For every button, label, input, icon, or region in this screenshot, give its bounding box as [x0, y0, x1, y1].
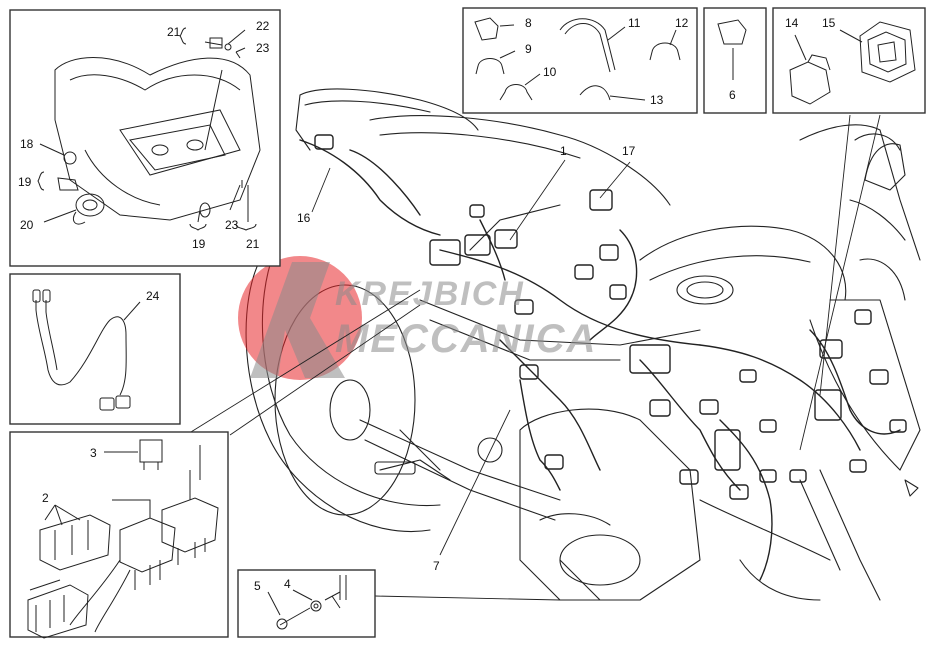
callout-8: 8	[525, 16, 532, 30]
callout-19-left: 19	[18, 175, 32, 189]
callout-21-top: 21	[167, 25, 181, 39]
inset-parts-14-15: 14 15	[772, 7, 926, 114]
callout-17: 17	[622, 144, 636, 158]
callout-1: 1	[560, 144, 567, 158]
inset-screws: 5 4	[237, 569, 376, 638]
callout-23-bottom: 23	[225, 218, 239, 232]
callout-2: 2	[42, 491, 49, 505]
main-wiring-harness	[299, 134, 907, 581]
callout-14: 14	[785, 16, 799, 30]
main-callouts: 1 17 16 7	[297, 144, 636, 573]
callout-21-bottom: 21	[246, 237, 260, 251]
inset-cable-24: 24	[9, 273, 181, 425]
callout-19-bottom: 19	[192, 237, 206, 251]
inset-clips: 8 9 10 11 12 13	[462, 7, 698, 114]
callout-22: 22	[256, 19, 270, 33]
watermark-text-line2: MECCANICA	[335, 317, 597, 361]
callout-18: 18	[20, 137, 34, 151]
watermark-logo	[238, 256, 362, 380]
callout-10: 10	[543, 65, 557, 79]
callout-13: 13	[650, 93, 664, 107]
inset-relays-fuses: 3 2	[9, 431, 229, 639]
callout-12: 12	[675, 16, 689, 30]
callout-15: 15	[822, 16, 836, 30]
watermark-text-line1: KREJBICH	[335, 275, 525, 313]
callout-4: 4	[284, 577, 291, 591]
callout-7: 7	[433, 559, 440, 573]
callout-20: 20	[20, 218, 34, 232]
callout-9: 9	[525, 42, 532, 56]
callout-24: 24	[146, 289, 160, 303]
callout-23-top: 23	[256, 41, 270, 55]
main-leader-lines	[177, 114, 881, 601]
callout-3: 3	[90, 446, 97, 460]
callout-5: 5	[254, 579, 261, 593]
callout-16: 16	[297, 211, 311, 225]
inset-part-6: 6	[703, 7, 767, 114]
inset-tail-assembly: 21 22 23 18 19 20 19 23 21	[9, 9, 281, 267]
callout-6: 6	[729, 88, 736, 102]
callout-11: 11	[628, 16, 641, 30]
